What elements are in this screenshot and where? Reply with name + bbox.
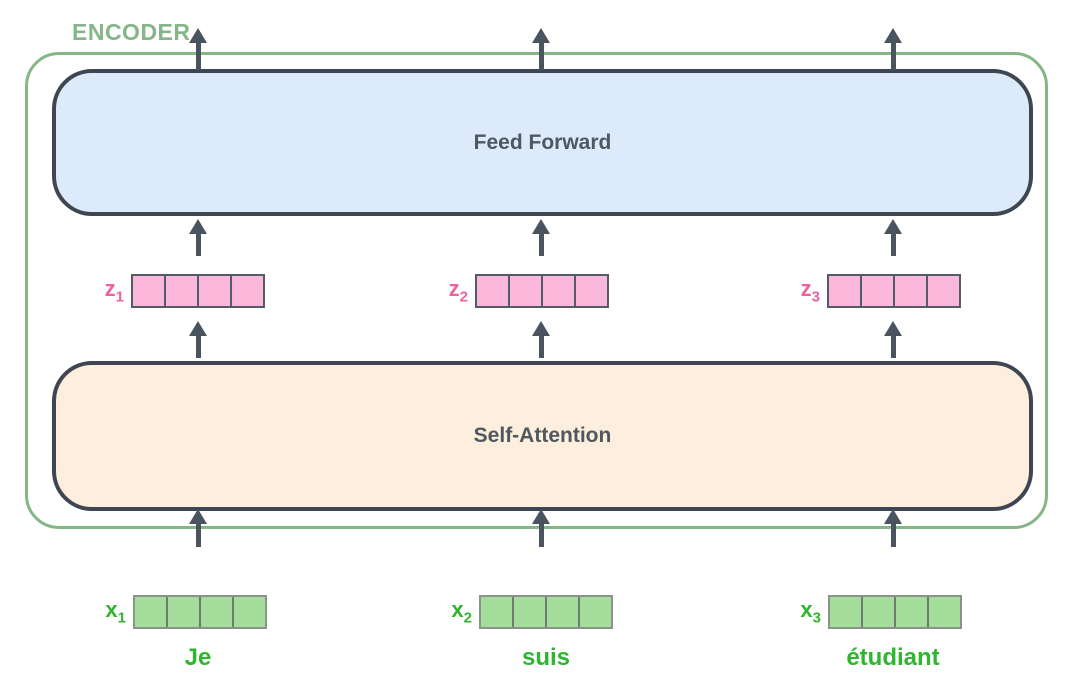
vector-cell	[164, 276, 197, 306]
vector-cell	[861, 597, 894, 627]
x3-vector: x3	[788, 595, 962, 629]
up-arrow-icon	[884, 219, 902, 256]
x2-vector: x2	[439, 595, 613, 629]
vector-cell	[481, 597, 512, 627]
feed-forward-label: Feed Forward	[473, 130, 612, 154]
z3-cells	[827, 274, 961, 308]
z1-label: z1	[104, 275, 124, 306]
encoder-frame	[25, 52, 1048, 529]
vector-cell	[197, 276, 230, 306]
vector-cell	[199, 597, 232, 627]
vector-cell	[166, 597, 199, 627]
z3-label: z3	[800, 275, 820, 306]
z2-vector: z2	[435, 274, 609, 308]
vector-cell	[927, 597, 960, 627]
up-arrow-icon	[532, 28, 550, 70]
vector-cell	[232, 597, 265, 627]
vector-cell	[578, 597, 611, 627]
vector-cell	[893, 276, 926, 306]
up-arrow-icon	[532, 509, 550, 547]
z2-label: z2	[448, 275, 468, 306]
vector-cell	[829, 276, 860, 306]
up-arrow-icon	[884, 509, 902, 547]
vector-cell	[894, 597, 927, 627]
x1-cells	[133, 595, 267, 629]
vector-cell	[477, 276, 508, 306]
input-word-etudiant: étudiant	[846, 644, 940, 671]
input-word-je: Je	[184, 644, 212, 671]
vector-cell	[508, 276, 541, 306]
vector-cell	[230, 276, 263, 306]
x3-label: x3	[800, 596, 821, 627]
vector-cell	[133, 276, 164, 306]
vector-cell	[541, 276, 574, 306]
feed-forward-box: Feed Forward	[52, 69, 1033, 216]
up-arrow-icon	[189, 321, 207, 358]
x3-cells	[828, 595, 962, 629]
vector-cell	[574, 276, 607, 306]
input-word-suis: suis	[521, 644, 571, 671]
x1-label: x1	[105, 596, 126, 627]
up-arrow-icon	[532, 321, 550, 358]
x2-cells	[479, 595, 613, 629]
up-arrow-icon	[884, 321, 902, 358]
up-arrow-icon	[884, 28, 902, 70]
self-attention-label: Self-Attention	[473, 424, 612, 447]
vector-cell	[926, 276, 959, 306]
up-arrow-icon	[189, 509, 207, 547]
vector-cell	[830, 597, 861, 627]
vector-cell	[512, 597, 545, 627]
vector-cell	[860, 276, 893, 306]
z1-cells	[131, 274, 265, 308]
vector-cell	[545, 597, 578, 627]
encoder-label: ENCODER	[72, 19, 191, 45]
z3-vector: z3	[787, 274, 961, 308]
up-arrow-icon	[189, 219, 207, 256]
vector-cell	[135, 597, 166, 627]
z1-vector: z1	[91, 274, 265, 308]
x2-label: x2	[451, 596, 472, 627]
self-attention-box: Self-Attention	[52, 361, 1033, 511]
z2-cells	[475, 274, 609, 308]
x1-vector: x1	[93, 595, 267, 629]
up-arrow-icon	[532, 219, 550, 256]
up-arrow-icon	[189, 28, 207, 70]
